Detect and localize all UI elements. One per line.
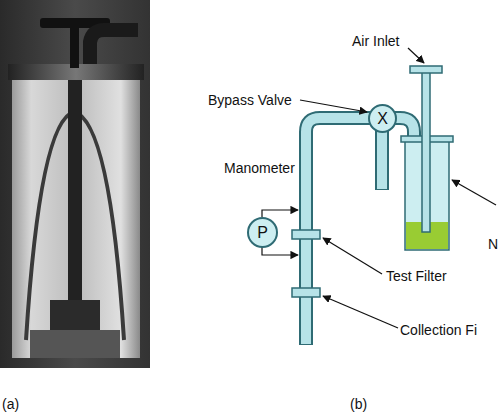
part-label: Test Filter (386, 268, 447, 284)
part-label: Bypass Valve (208, 92, 292, 108)
leader-lines (262, 48, 496, 328)
part-label: Collection Fi (400, 322, 477, 338)
pipe-network (292, 118, 414, 345)
manometer-circle: P (247, 217, 278, 248)
panel-letter: (b) (350, 396, 367, 412)
part-label: N (488, 236, 498, 252)
device-photo (0, 0, 150, 368)
valve-circle: X (368, 104, 397, 133)
part-label: Manometer (224, 160, 295, 176)
nebulizer-jar (401, 66, 453, 250)
node-text: P (257, 224, 268, 242)
part-label: Air Inlet (352, 33, 399, 49)
node-text: X (377, 110, 388, 128)
panel-letter: (a) (2, 396, 19, 412)
